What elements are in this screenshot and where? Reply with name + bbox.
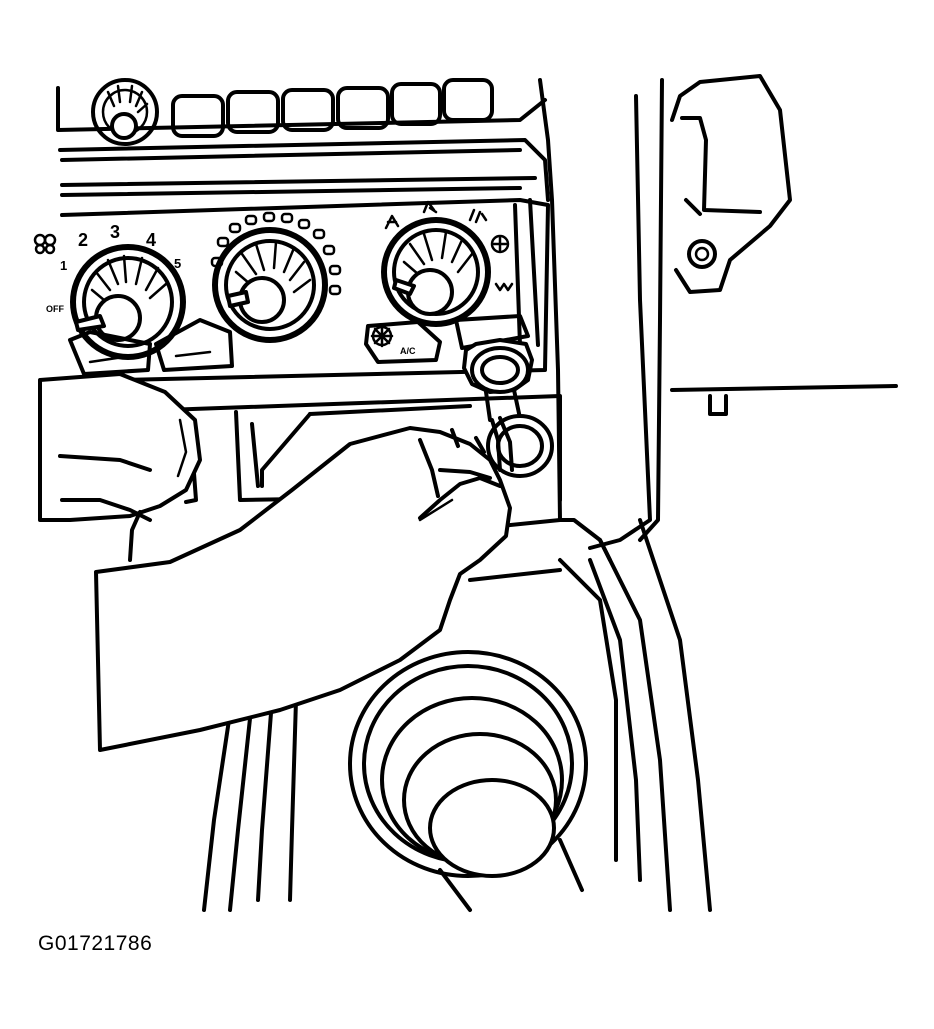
switch-button-row bbox=[171, 78, 494, 138]
fan-speed-dial bbox=[70, 244, 186, 360]
temperature-dial bbox=[210, 211, 342, 343]
recirculation-button bbox=[454, 314, 530, 350]
center-console bbox=[202, 518, 712, 912]
fan-label-off: OFF bbox=[46, 304, 64, 314]
left-hand bbox=[38, 372, 202, 562]
fan-label-5: 5 bbox=[174, 256, 181, 271]
fan-label-2: 2 bbox=[78, 230, 88, 250]
hvac-panel bbox=[60, 198, 550, 382]
fan-label-1: 1 bbox=[60, 258, 67, 273]
lower-left-buttons bbox=[68, 318, 234, 376]
fan-label-4: 4 bbox=[146, 230, 156, 250]
cigarette-lighter bbox=[462, 338, 534, 422]
ac-label: A/C bbox=[400, 346, 416, 356]
figure-id-label: G01721786 bbox=[38, 932, 153, 955]
ac-button bbox=[364, 320, 442, 364]
upper-dash-trim bbox=[56, 86, 550, 202]
mode-dial bbox=[381, 217, 491, 327]
right-hand bbox=[94, 416, 514, 752]
door-handle-trim bbox=[670, 74, 792, 294]
fan-label-3: 3 bbox=[110, 222, 120, 242]
fan-icon bbox=[33, 233, 57, 255]
vent-knob bbox=[91, 78, 159, 146]
mode-icons bbox=[384, 200, 514, 292]
shift-knob bbox=[348, 650, 588, 912]
